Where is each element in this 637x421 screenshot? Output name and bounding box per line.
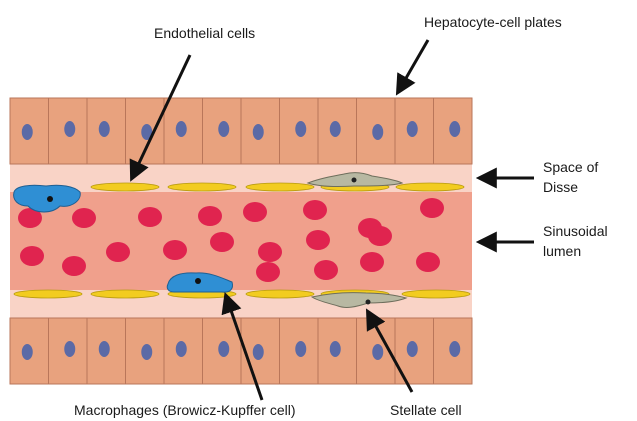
endothelial-cell-icon [246,183,314,191]
red-blood-cell-icon [368,226,392,246]
red-blood-cell-icon [258,242,282,262]
nucleus-icon [218,341,229,357]
nucleus-icon [22,124,33,140]
endothelial-cell-icon [91,183,159,191]
nucleus-icon [407,341,418,357]
nucleus-icon [449,341,460,357]
nucleus-icon [22,344,33,360]
nucleus-icon [253,124,264,140]
sinusoidal-lumen [10,192,472,290]
red-blood-cell-icon [138,207,162,227]
red-blood-cell-icon [416,252,440,272]
endothelial-cell-icon [402,290,470,298]
nucleus-icon [330,121,341,137]
label-space-of-disse-line2: Disse [543,179,578,195]
nucleus-icon [372,344,383,360]
label-sinusoidal-lumen-line2: lumen [543,243,581,259]
label-stellate-cell: Stellate cell [390,402,462,418]
nucleus-icon [176,121,187,137]
label-space-of-disse-line1: Space of [543,159,598,175]
endothelial-cell-icon [168,183,236,191]
nucleus-icon [295,121,306,137]
red-blood-cell-icon [198,206,222,226]
nucleus-icon [330,341,341,357]
red-blood-cell-icon [314,260,338,280]
red-blood-cell-icon [360,252,384,272]
red-blood-cell-icon [163,240,187,260]
label-sinusoidal-lumen-line1: Sinusoidal [543,223,608,239]
red-blood-cell-icon [210,232,234,252]
nucleus-icon [64,121,75,137]
hepatocyte-arrow [398,40,428,92]
nucleus-icon [64,341,75,357]
red-blood-cell-icon [106,242,130,262]
endothelial-cell-icon [396,183,464,191]
label-endothelial-cells: Endothelial cells [154,25,255,41]
red-blood-cell-icon [62,256,86,276]
nucleus-icon [141,344,152,360]
endothelial-cell-icon [91,290,159,298]
red-blood-cell-icon [306,230,330,250]
nucleus-icon [47,196,53,202]
label-hepatocyte-cell-plates: Hepatocyte-cell plates [424,14,562,30]
endothelial-cell-icon [14,290,82,298]
nucleus-icon [407,121,418,137]
hepatocyte-plate-top [10,98,472,164]
nucleus-icon [218,121,229,137]
nucleus-icon [195,278,201,284]
nucleus-icon [449,121,460,137]
red-blood-cell-icon [72,208,96,228]
red-blood-cell-icon [243,202,267,222]
nucleus-icon [176,341,187,357]
red-blood-cell-icon [303,200,327,220]
label-macrophages: Macrophages (Browicz-Kupffer cell) [74,402,296,418]
nucleus-icon [253,344,264,360]
endothelial-cell-icon [246,290,314,298]
red-blood-cell-icon [420,198,444,218]
red-blood-cell-icon [256,262,280,282]
nucleus-icon [99,341,110,357]
red-blood-cell-icon [20,246,44,266]
nucleus-icon [372,124,383,140]
nucleus-icon [295,341,306,357]
nucleus-icon [99,121,110,137]
nucleus-icon [366,300,371,305]
nucleus-icon [352,178,357,183]
